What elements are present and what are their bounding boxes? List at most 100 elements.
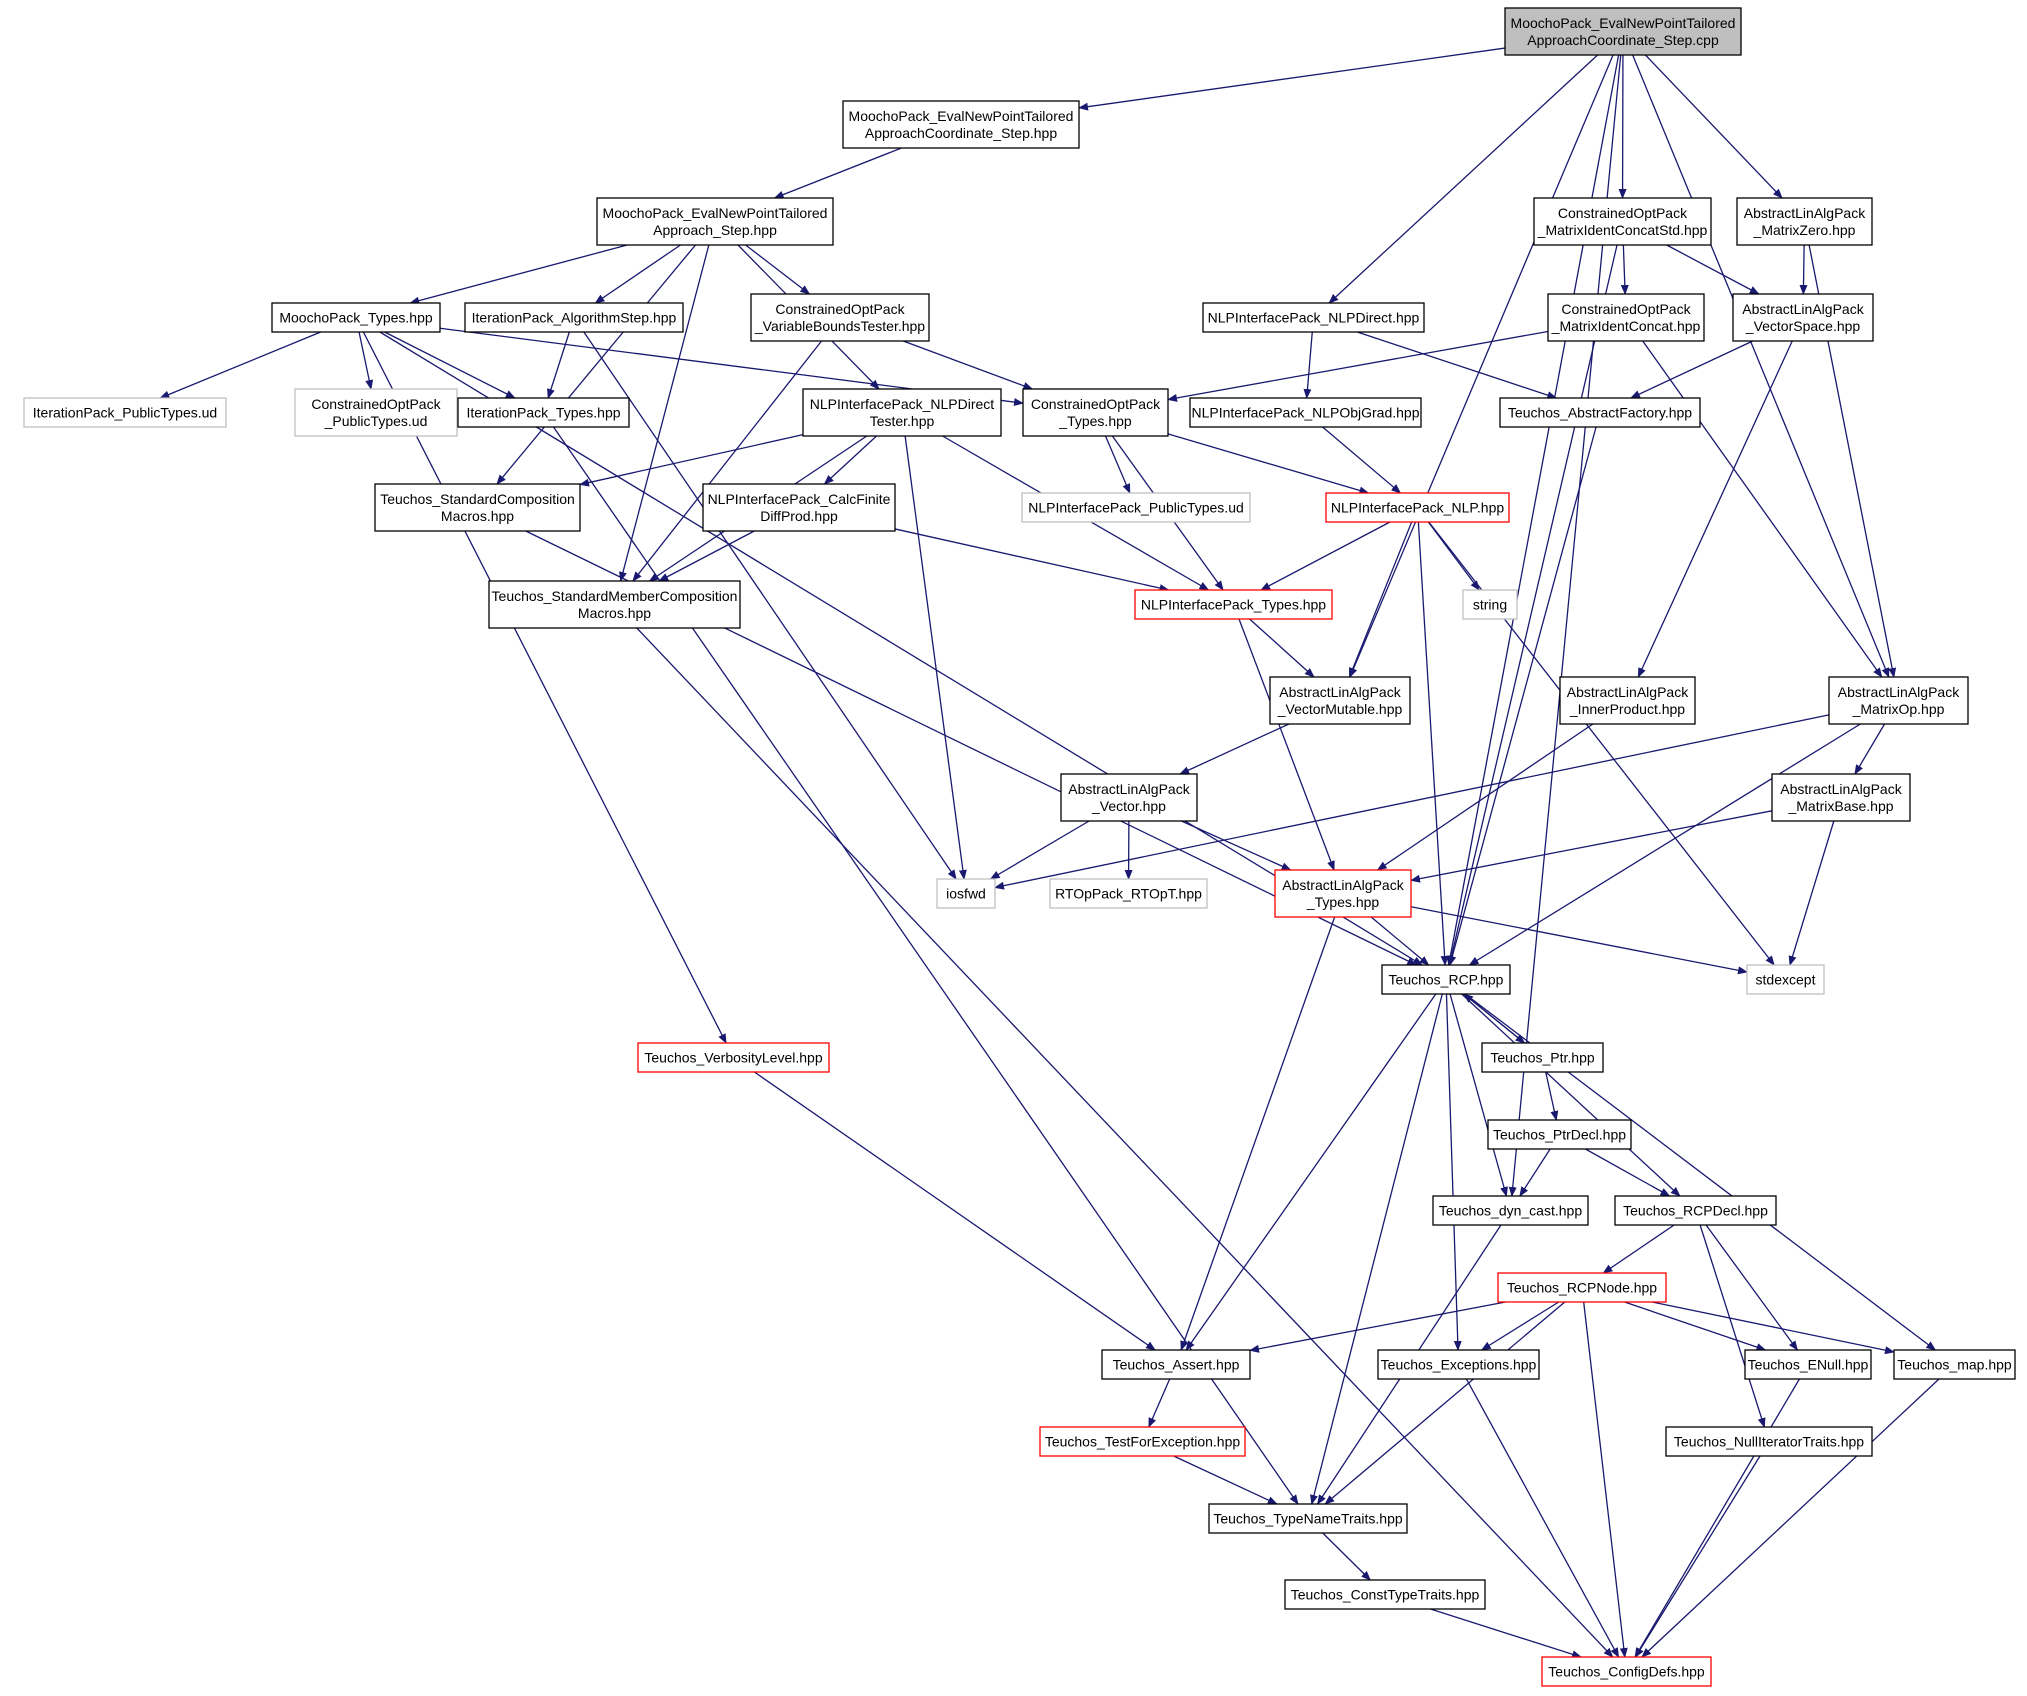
node-label: Macros.hpp <box>578 605 651 621</box>
node-label: ConstrainedOptPack <box>775 301 905 317</box>
node-ala_vmut[interactable]: AbstractLinAlgPack_VectorMutable.hpp <box>1269 676 1411 725</box>
node-t_assert[interactable]: Teuchos_Assert.hpp <box>1101 1349 1251 1380</box>
node-label: Teuchos_Ptr.hpp <box>1490 1050 1595 1066</box>
node-label: NLPInterfacePack_PublicTypes.ud <box>1028 500 1244 516</box>
node-t_rcpdecl[interactable]: Teuchos_RCPDecl.hpp <box>1614 1195 1777 1226</box>
node-t_ctt[interactable]: Teuchos_ConstTypeTraits.hpp <box>1284 1579 1486 1610</box>
node-box <box>1274 869 1412 918</box>
node-t_absfact[interactable]: Teuchos_AbstractFactory.hpp <box>1499 397 1701 428</box>
node-nlp_nlp[interactable]: NLPInterfacePack_NLP.hpp <box>1325 492 1510 523</box>
node-mp_types[interactable]: MoochoPack_Types.hpp <box>271 302 441 333</box>
node-t_map[interactable]: Teuchos_map.hpp <box>1893 1349 2016 1380</box>
edge-root-to-ala_vmut <box>1349 54 1614 678</box>
edge-t_verb-to-t_assert <box>754 1071 1156 1351</box>
node-label: IterationPack_AlgorithmStep.hpp <box>472 310 677 326</box>
node-t_enull[interactable]: Teuchos_ENull.hpp <box>1744 1349 1872 1380</box>
node-ala_inner[interactable]: AbstractLinAlgPack_InnerProduct.hpp <box>1559 676 1696 725</box>
node-ala_vector[interactable]: AbstractLinAlgPack_Vector.hpp <box>1060 773 1198 822</box>
node-root[interactable]: MoochoPack_EvalNewPointTailoredApproachC… <box>1504 7 1742 56</box>
edge-ala_mzero-to-ala_vspace <box>1799 244 1808 295</box>
node-label: Teuchos_TestForException.hpp <box>1045 1434 1241 1450</box>
node-t_ptrdecl[interactable]: Teuchos_PtrDecl.hpp <box>1487 1119 1632 1150</box>
node-label: AbstractLinAlgPack <box>1282 877 1404 893</box>
node-co_vbt[interactable]: ConstrainedOptPack_VariableBoundsTester.… <box>750 293 930 342</box>
edge-nlp_objgrad-to-nlp_nlp <box>1322 426 1402 494</box>
node-iosfwd[interactable]: iosfwd <box>936 878 996 909</box>
node-t_rcpnode[interactable]: Teuchos_RCPNode.hpp <box>1497 1272 1667 1303</box>
node-ip_types[interactable]: IterationPack_Types.hpp <box>457 397 630 428</box>
node-co_types[interactable]: ConstrainedOptPack_Types.hpp <box>1022 388 1169 437</box>
node-label: AbstractLinAlgPack <box>1744 205 1866 221</box>
node-ala_mop[interactable]: AbstractLinAlgPack_MatrixOp.hpp <box>1828 676 1969 725</box>
node-t_except[interactable]: Teuchos_Exceptions.hpp <box>1377 1349 1540 1380</box>
node-nlp_direct[interactable]: NLPInterfacePack_NLPDirect.hpp <box>1202 302 1425 333</box>
node-box <box>1208 1503 1408 1534</box>
edge-co_mics-to-t_rcp <box>1447 244 1618 966</box>
node-t_tfe[interactable]: Teuchos_TestForException.hpp <box>1039 1426 1246 1457</box>
edge-t_ctt-to-t_config <box>1430 1608 1582 1659</box>
node-string[interactable]: string <box>1462 589 1518 620</box>
node-label: Teuchos_ENull.hpp <box>1748 1357 1869 1373</box>
node-t_stdmem[interactable]: Teuchos_StandardMemberCompositionMacros.… <box>488 580 741 629</box>
node-ala_mzero[interactable]: AbstractLinAlgPack_MatrixZero.hpp <box>1736 197 1873 246</box>
node-label: NLPInterfacePack_NLPDirect.hpp <box>1208 310 1420 326</box>
node-nlp_objgrad[interactable]: NLPInterfacePack_NLPObjGrad.hpp <box>1189 397 1422 428</box>
node-nlp_pubtypes[interactable]: NLPInterfacePack_PublicTypes.ud <box>1021 492 1251 523</box>
node-label: Macros.hpp <box>441 508 514 524</box>
node-rtop[interactable]: RTOpPack_RTOpT.hpp <box>1049 878 1208 909</box>
node-tacs_hpp[interactable]: MoochoPack_EvalNewPointTailoredApproachC… <box>842 100 1080 149</box>
edge-t_rcpdecl-to-t_rcpnode <box>1602 1224 1675 1274</box>
edge-root-to-nlp_direct <box>1328 54 1599 304</box>
node-box <box>842 100 1080 149</box>
node-label: AbstractLinAlgPack <box>1279 684 1401 700</box>
node-nlp_types[interactable]: NLPInterfacePack_Types.hpp <box>1134 589 1333 620</box>
node-t_verb[interactable]: Teuchos_VerbosityLevel.hpp <box>637 1042 830 1073</box>
node-label: Teuchos_ConfigDefs.hpp <box>1548 1664 1705 1680</box>
node-ala_mbase[interactable]: AbstractLinAlgPack_MatrixBase.hpp <box>1771 773 1911 822</box>
node-label: _VectorSpace.hpp <box>1745 318 1861 334</box>
edge-nlp_dirtester-to-iosfwd <box>904 435 967 880</box>
edge-t_rcpnode-to-t_tnt <box>1324 1301 1566 1505</box>
edges-layer <box>159 47 1940 1659</box>
edge-co_vbt-to-co_types <box>902 340 1034 390</box>
node-co_pubtypes[interactable]: ConstrainedOptPack_PublicTypes.ud <box>294 388 458 437</box>
edge-ip_algstep-to-ip_types <box>547 331 570 399</box>
node-box <box>1022 388 1169 437</box>
node-label: ConstrainedOptPack <box>1561 301 1691 317</box>
node-t_config[interactable]: Teuchos_ConfigDefs.hpp <box>1541 1656 1712 1687</box>
edge-nlp_cfd-to-nlp_types <box>894 528 1170 592</box>
node-t_nullit[interactable]: Teuchos_NullIteratorTraits.hpp <box>1665 1426 1873 1457</box>
node-box <box>1432 1195 1589 1226</box>
node-t_rcp[interactable]: Teuchos_RCP.hpp <box>1381 964 1511 995</box>
node-ala_types[interactable]: AbstractLinAlgPack_Types.hpp <box>1274 869 1412 918</box>
node-box <box>1189 397 1422 428</box>
node-t_ptr[interactable]: Teuchos_Ptr.hpp <box>1481 1042 1604 1073</box>
node-ala_vspace[interactable]: AbstractLinAlgPack_VectorSpace.hpp <box>1732 293 1874 342</box>
edge-nlp_nlp-to-stdexcept <box>1428 521 1775 966</box>
node-t_tnt[interactable]: Teuchos_TypeNameTraits.hpp <box>1208 1503 1408 1534</box>
node-co_mics[interactable]: ConstrainedOptPack_MatrixIdentConcatStd.… <box>1533 197 1712 246</box>
node-box <box>1101 1349 1251 1380</box>
node-t_dyncast[interactable]: Teuchos_dyn_cast.hpp <box>1432 1195 1589 1226</box>
node-label: AbstractLinAlgPack <box>1780 781 1902 797</box>
node-ip_algstep[interactable]: IterationPack_AlgorithmStep.hpp <box>464 302 684 333</box>
node-label: IterationPack_PublicTypes.ud <box>33 405 217 421</box>
node-ip_pubtypes[interactable]: IterationPack_PublicTypes.ud <box>23 397 227 428</box>
edge-t_tfe-to-t_tnt <box>1173 1455 1278 1505</box>
node-box <box>1559 676 1696 725</box>
edge-ala_types-to-t_rcp <box>1370 916 1430 966</box>
edge-t_rcpnode-to-t_config <box>1583 1301 1628 1658</box>
edge-nlp_types-to-ala_types <box>1238 618 1335 871</box>
node-label: Teuchos_StandardComposition <box>380 491 575 507</box>
node-label: Teuchos_dyn_cast.hpp <box>1439 1203 1582 1219</box>
node-label: _MatrixOp.hpp <box>1852 701 1945 717</box>
node-tas_hpp[interactable]: MoochoPack_EvalNewPointTailoredApproach_… <box>596 197 834 246</box>
node-stdexcept[interactable]: stdexcept <box>1746 964 1825 995</box>
node-box <box>1893 1349 2016 1380</box>
node-co_mic[interactable]: ConstrainedOptPack_MatrixIdentConcat.hpp <box>1547 293 1705 342</box>
node-label: _MatrixZero.hpp <box>1753 222 1856 238</box>
node-label: ConstrainedOptPack <box>1558 205 1688 221</box>
